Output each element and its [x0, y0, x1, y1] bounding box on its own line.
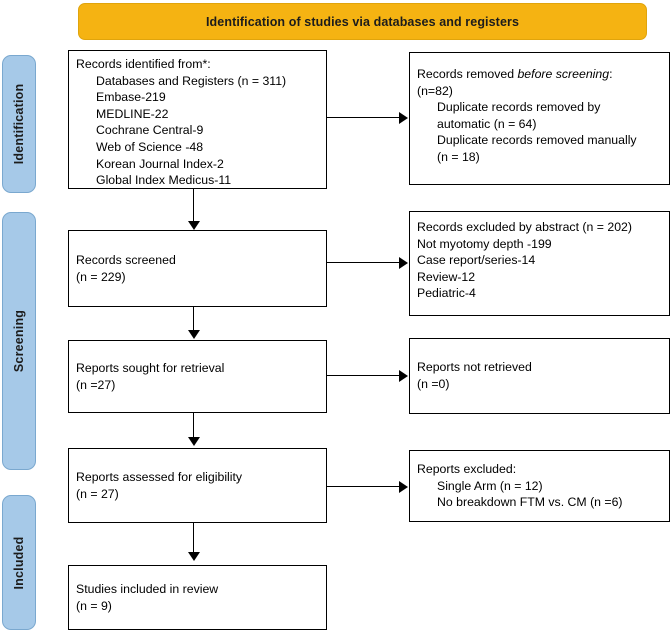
records-screened-box: Records screened (n = 229) — [68, 230, 327, 307]
studies-included-text: Studies included in review (n = 9) — [69, 581, 326, 614]
line: (n = 18) — [437, 149, 480, 164]
line: (n=82) — [417, 83, 453, 98]
line: automatic (n = 64) — [437, 116, 537, 131]
phase-label-screening: Screening — [12, 309, 26, 373]
connector-line — [327, 486, 400, 488]
reports-not-retrieved-box: Reports not retrieved (n =0) — [409, 338, 670, 414]
arrow-down-icon — [188, 330, 200, 339]
reports-not-retrieved-text: Reports not retrieved (n =0) — [410, 359, 669, 392]
connector-line — [193, 413, 195, 441]
connector-line — [327, 375, 400, 377]
records-excluded-text: Records excluded by abstract (n = 202) N… — [410, 212, 669, 302]
phase-bar-identification: Identification — [2, 55, 36, 193]
line: Reports excluded: — [417, 462, 517, 477]
line: Korean Journal Index-2 — [96, 156, 224, 171]
line: Case report/series-14 — [417, 253, 536, 268]
line: (n =0) — [417, 377, 450, 391]
banner-title: Identification of studies via databases … — [205, 14, 520, 29]
records-removed-box: Records removed before screening: (n=82)… — [409, 52, 670, 185]
line: Records removed before screening: — [417, 67, 613, 81]
records-screened-text: Records screened (n = 229) — [69, 252, 326, 285]
phase-bar-included: Included — [2, 495, 36, 630]
line: Web of Science -48 — [96, 139, 204, 154]
phase-label-included: Included — [12, 536, 26, 589]
arrow-down-icon — [188, 437, 200, 446]
arrow-right-icon — [399, 481, 408, 493]
line: Studies included in review — [76, 581, 219, 596]
line: No breakdown FTM vs. CM (n =6) — [437, 495, 623, 510]
line: (n = 9) — [76, 598, 112, 613]
line: Records identified from*: — [76, 57, 211, 71]
reports-excluded-text: Reports excluded: Single Arm (n = 12) No… — [410, 461, 669, 511]
connector-line — [193, 189, 195, 225]
line: Duplicate records removed manually — [437, 133, 637, 148]
connector-line — [327, 117, 400, 119]
line: (n =27) — [76, 377, 116, 392]
line: Reports not retrieved — [417, 360, 532, 375]
records-identified-box: Records identified from*: Databases and … — [68, 50, 327, 189]
arrow-right-icon — [399, 112, 408, 124]
arrow-down-icon — [188, 552, 200, 561]
reports-excluded-box: Reports excluded: Single Arm (n = 12) No… — [409, 450, 670, 522]
records-identified-text: Records identified from*: Databases and … — [69, 51, 326, 189]
line: MEDLINE-22 — [96, 106, 169, 121]
arrow-down-icon — [188, 221, 200, 230]
line: Reports assessed for eligibility — [76, 469, 243, 484]
line: Records excluded by abstract (n = 202) — [417, 220, 632, 234]
phase-label-identification: Identification — [12, 83, 26, 165]
line: Single Arm (n = 12) — [437, 478, 543, 493]
italic-phrase: before screening — [517, 67, 610, 81]
line: Cochrane Central-9 — [96, 123, 204, 138]
records-excluded-box: Records excluded by abstract (n = 202) N… — [409, 211, 670, 316]
arrow-right-icon — [399, 257, 408, 269]
connector-line — [327, 262, 400, 264]
line: Records screened — [76, 252, 176, 267]
studies-included-box: Studies included in review (n = 9) — [68, 565, 327, 630]
reports-assessed-box: Reports assessed for eligibility (n = 27… — [68, 448, 327, 523]
line: Not myotomy depth -199 — [417, 236, 552, 251]
records-removed-text: Records removed before screening: (n=82)… — [410, 53, 669, 166]
arrow-right-icon — [399, 370, 408, 382]
line: (n = 27) — [76, 486, 119, 501]
line: Pediatric-4 — [417, 286, 476, 301]
connector-line — [193, 523, 195, 556]
line: Global Index Medicus-11 — [96, 173, 232, 188]
reports-sought-text: Reports sought for retrieval (n =27) — [69, 360, 326, 393]
line: Reports sought for retrieval — [76, 360, 225, 375]
line: (n = 229) — [76, 269, 126, 284]
reports-sought-box: Reports sought for retrieval (n =27) — [68, 340, 327, 413]
reports-assessed-text: Reports assessed for eligibility (n = 27… — [69, 469, 326, 502]
line: Review-12 — [417, 269, 476, 284]
identification-banner: Identification of studies via databases … — [78, 3, 647, 40]
line: Embase-219 — [96, 90, 166, 105]
phase-bar-screening: Screening — [2, 212, 36, 470]
line: Databases and Registers (n = 311) — [96, 73, 287, 88]
line: Duplicate records removed by — [437, 100, 601, 115]
connector-line — [193, 307, 195, 333]
